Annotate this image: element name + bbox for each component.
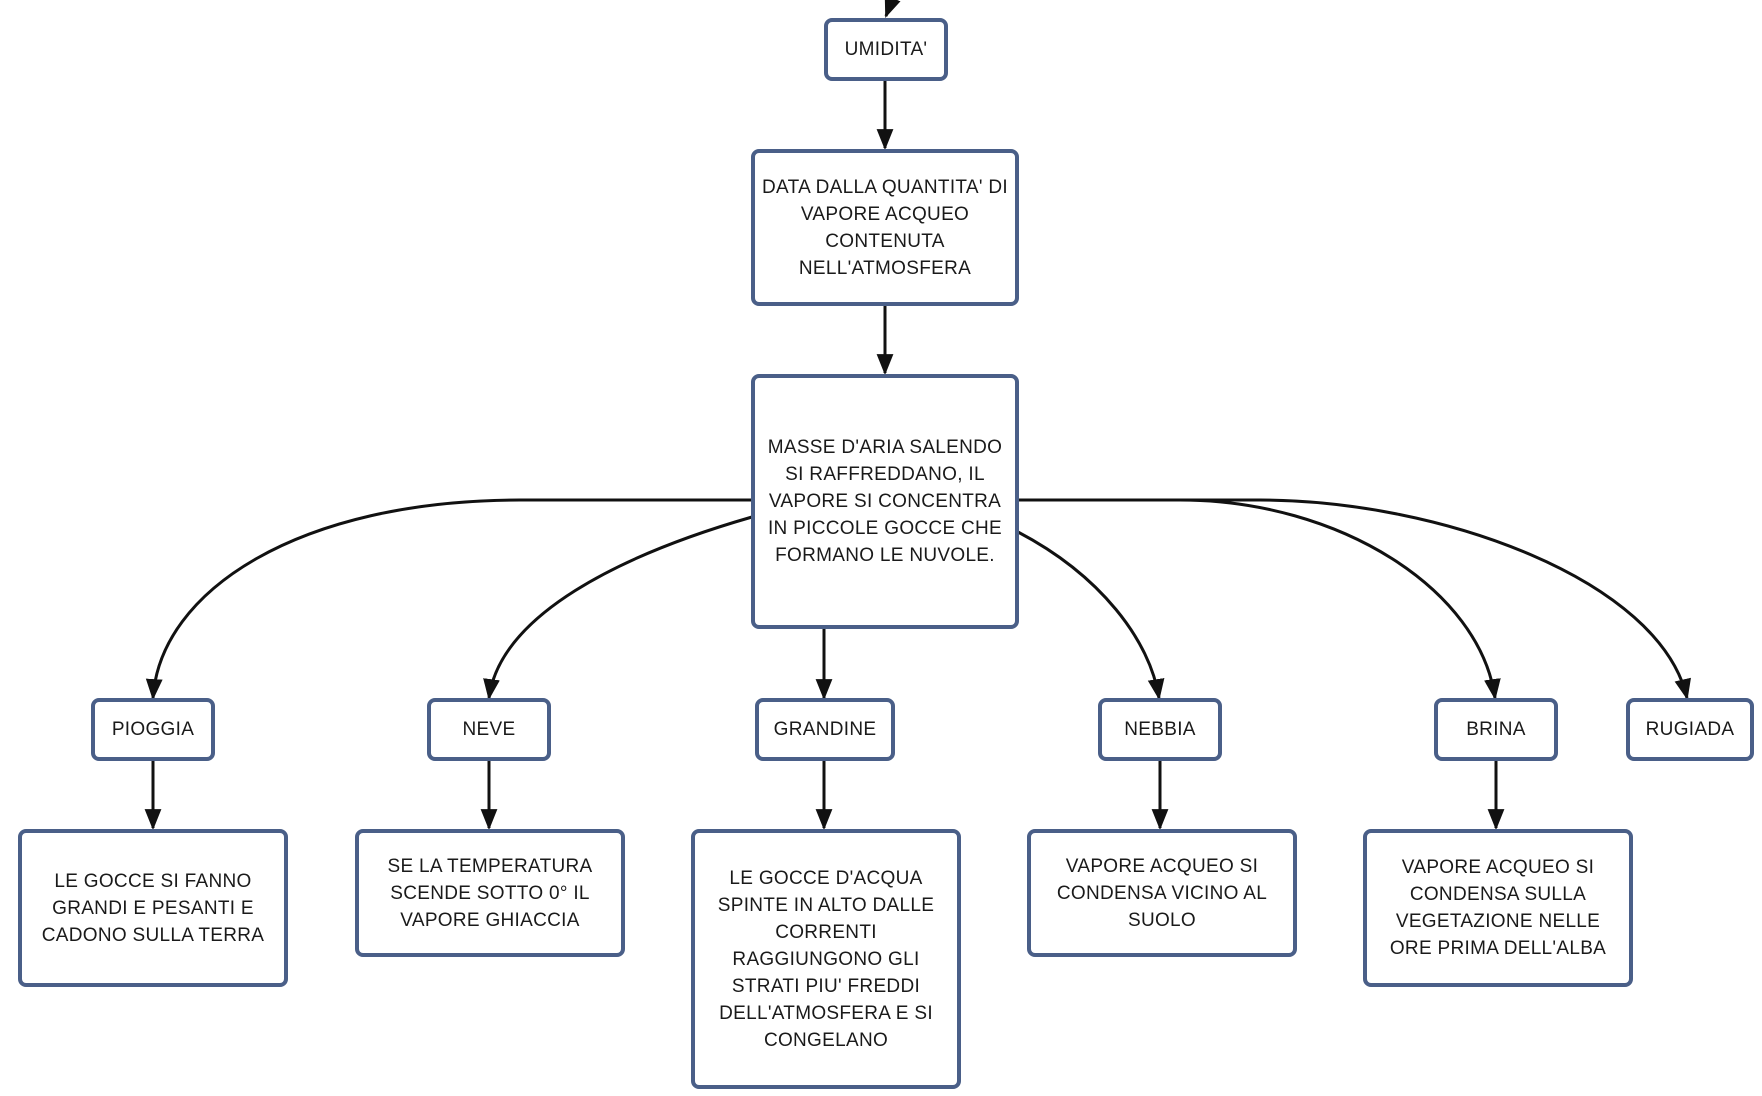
node-grandine[interactable]: GRANDINE [755,698,895,761]
node-data-dalla[interactable]: DATA DALLA QUANTITA' DI VAPORE ACQUEO CO… [751,149,1019,306]
node-brina[interactable]: BRINA [1434,698,1558,761]
edge-masse-neve [483,515,753,701]
node-neve-desc[interactable]: SE LA TEMPERATURA SCENDE SOTTO 0° IL VAP… [355,829,625,957]
node-pioggia-label: PIOGGIA [111,719,195,740]
edge-masse-nebbia [1017,530,1165,701]
edge-masse-brina [1018,498,1501,701]
node-brina-label: BRINA [1466,719,1526,740]
node-nebbia[interactable]: NEBBIA [1098,698,1222,761]
node-grandine-desc-label: LE GOCCE D'ACQUA SPINTE IN ALTO DALLE CO… [717,867,935,1051]
node-rugiada-label: RUGIADA [1645,719,1735,740]
node-nebbia-label: NEBBIA [1124,719,1196,740]
node-data-dalla-label: DATA DALLA QUANTITA' DI VAPORE ACQUEO CO… [762,176,1008,279]
node-umidita[interactable]: UMIDITA' [824,18,948,81]
node-masse-aria[interactable]: MASSE D'ARIA SALENDO SI RAFFREDDANO, IL … [751,374,1019,629]
node-pioggia[interactable]: PIOGGIA [91,698,215,761]
node-pioggia-desc-label: LE GOCCE SI FANNO GRANDI E PESANTI E CAD… [41,870,265,946]
node-pioggia-desc[interactable]: LE GOCCE SI FANNO GRANDI E PESANTI E CAD… [18,829,288,987]
node-brina-desc[interactable]: VAPORE ACQUEO SI CONDENSA SULLA VEGETAZI… [1363,829,1633,987]
node-neve-desc-label: SE LA TEMPERATURA SCENDE SOTTO 0° IL VAP… [387,855,593,931]
node-neve-label: NEVE [462,719,516,740]
edge-masse-pioggia [145,498,752,701]
node-nebbia-desc[interactable]: VAPORE ACQUEO SI CONDENSA VICINO AL SUOL… [1027,829,1297,957]
edge-masse-rugiada [1018,498,1691,701]
node-nebbia-desc-label: VAPORE ACQUEO SI CONDENSA VICINO AL SUOL… [1056,855,1268,931]
node-masse-aria-label: MASSE D'ARIA SALENDO SI RAFFREDDANO, IL … [767,437,1003,566]
node-grandine-desc[interactable]: LE GOCCE D'ACQUA SPINTE IN ALTO DALLE CO… [691,829,961,1089]
edge-incoming-umidita [884,0,901,18]
node-umidita-label: UMIDITA' [844,39,928,60]
node-rugiada[interactable]: RUGIADA [1626,698,1754,761]
node-neve[interactable]: NEVE [427,698,551,761]
node-grandine-label: GRANDINE [773,719,877,740]
node-brina-desc-label: VAPORE ACQUEO SI CONDENSA SULLA VEGETAZI… [1389,857,1607,959]
